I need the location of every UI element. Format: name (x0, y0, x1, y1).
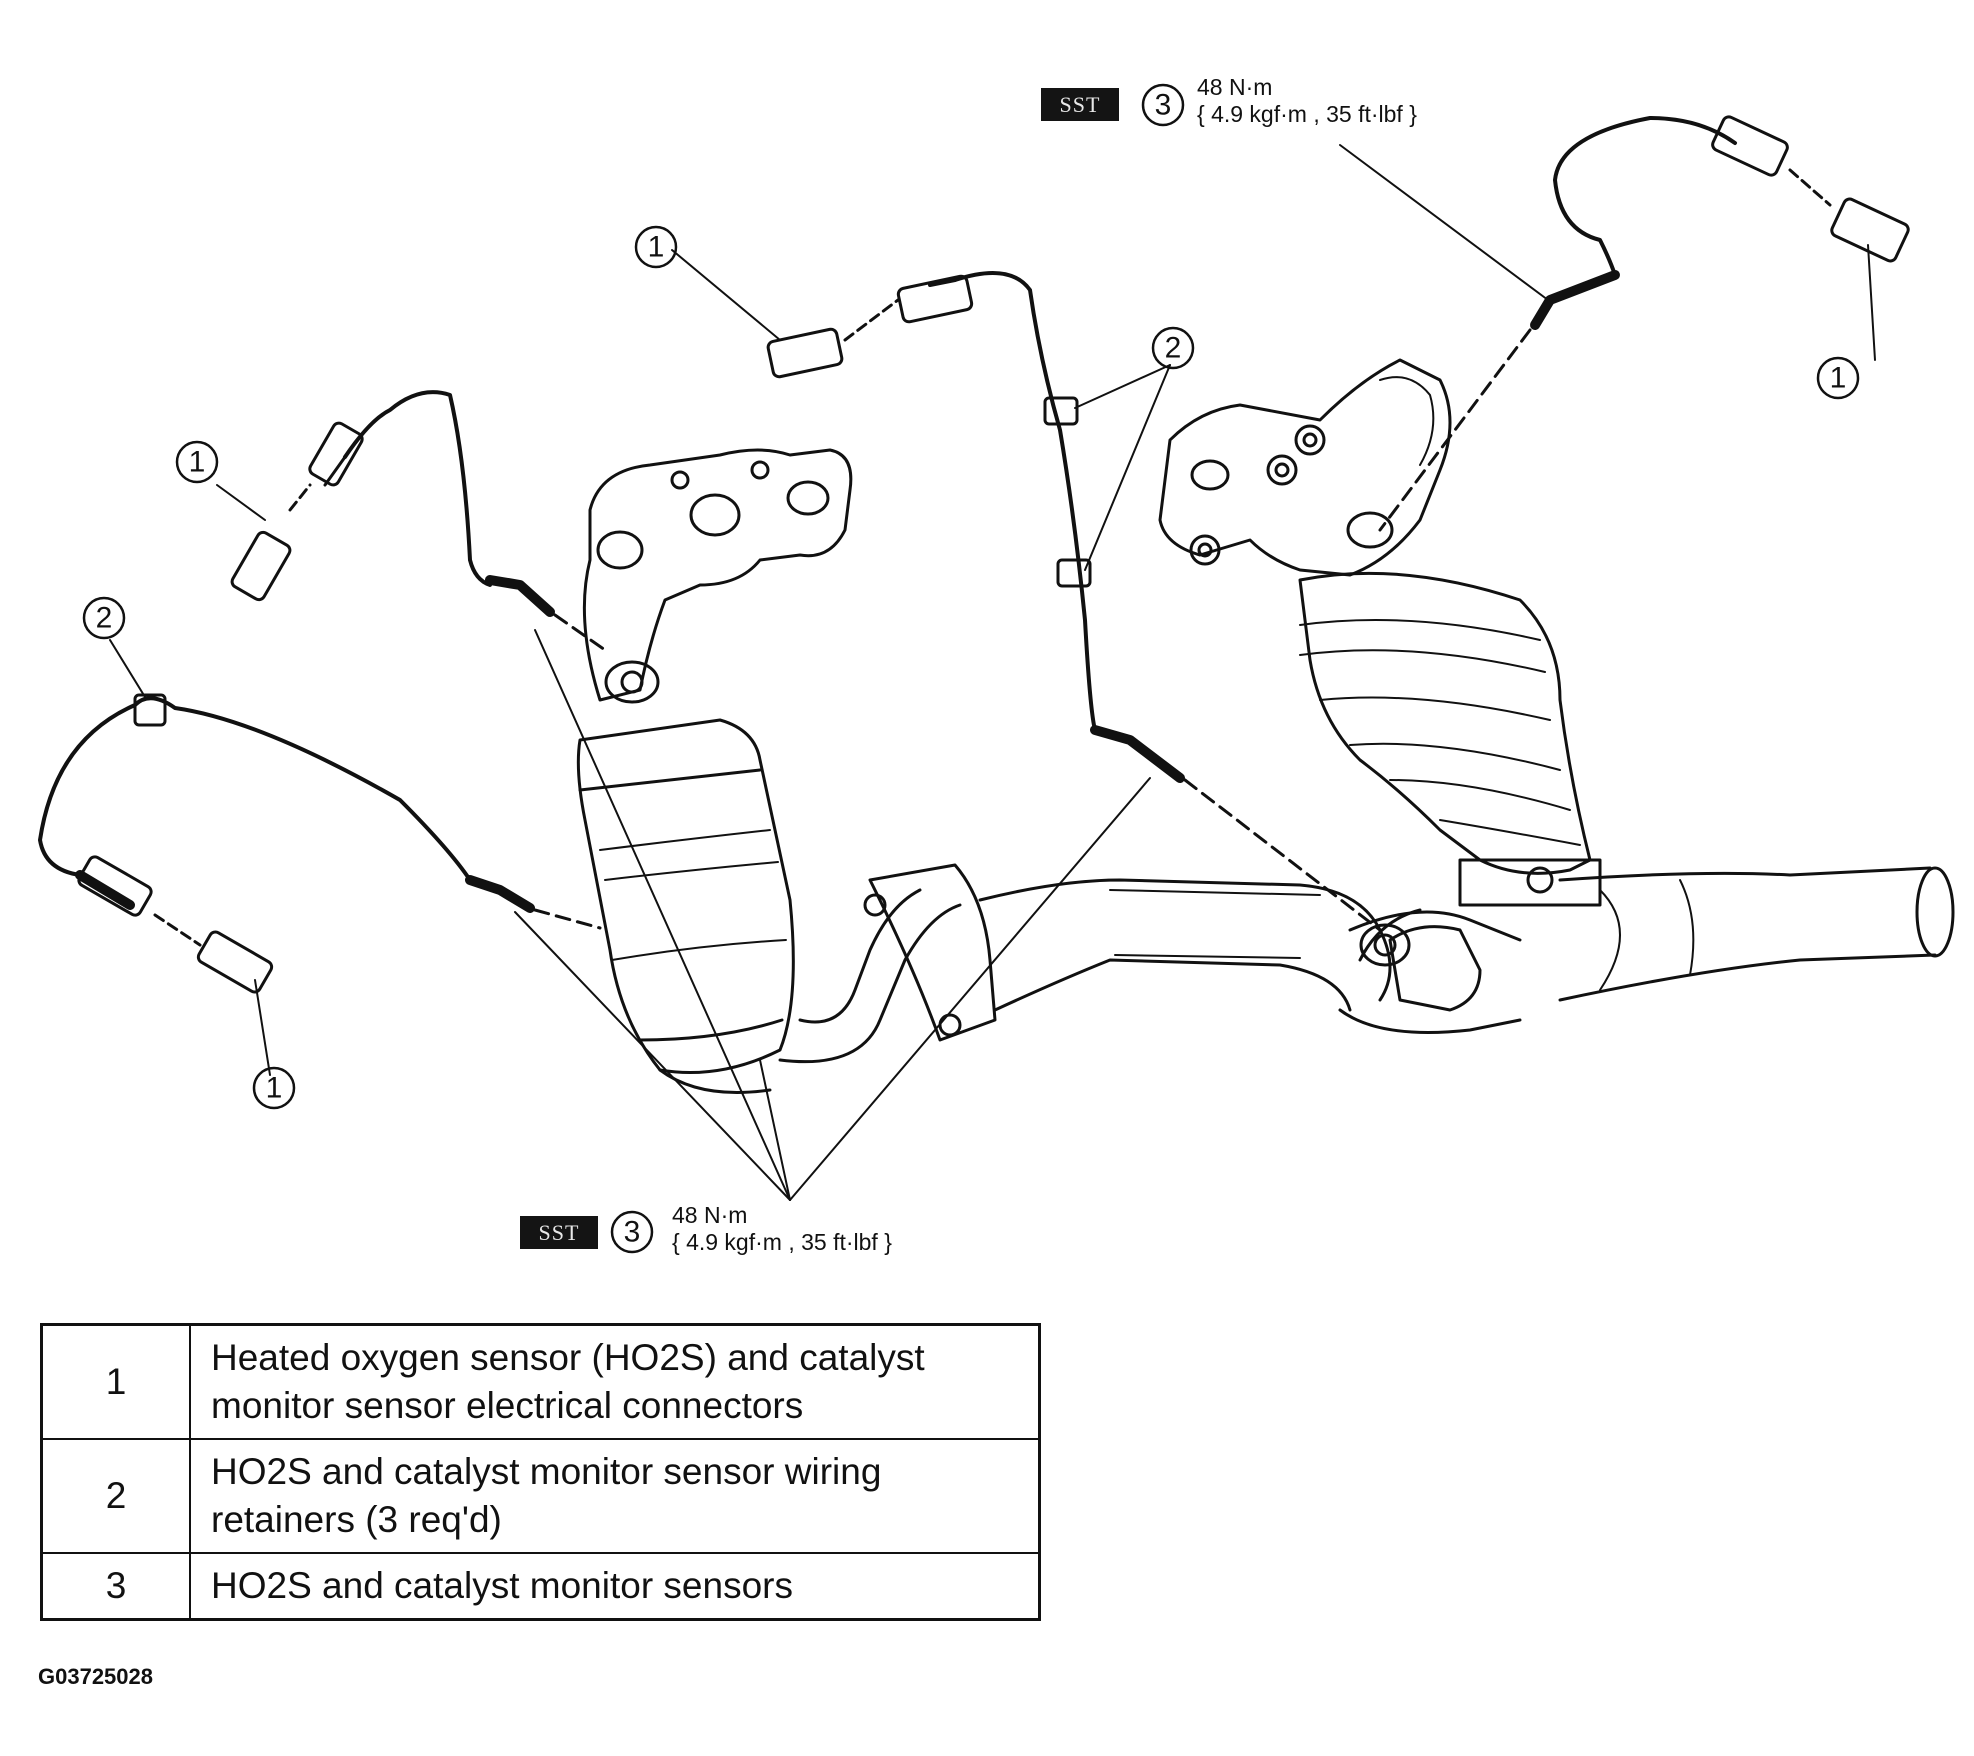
sst-badge-bottom: SST (520, 1216, 598, 1249)
y-pipe (978, 878, 1522, 1034)
right-exhaust-manifold (1158, 358, 1452, 577)
legend-number: 1 (40, 1323, 191, 1440)
torque-spec-top: 48 N·m { 4.9 kgf·m , 35 ft·lbf } (1197, 74, 1417, 128)
left-exhaust-manifold (582, 448, 853, 704)
legend-description-line: monitor sensor electrical connectors (211, 1385, 804, 1426)
connector-right (1711, 115, 1910, 263)
right-sensor-harness (1378, 116, 1737, 532)
legend-description-line: HO2S and catalyst monitor sensor wiring (211, 1451, 882, 1492)
torque-spec-bottom-alt: { 4.9 kgf·m , 35 ft·lbf } (672, 1229, 892, 1255)
legend-row: 2 HO2S and catalyst monitor sensor wirin… (40, 1438, 1041, 1554)
torque-spec-bottom: 48 N·m { 4.9 kgf·m , 35 ft·lbf } (672, 1202, 892, 1256)
left-lower-sensor-harness (38, 696, 602, 930)
connector-center (766, 274, 974, 379)
figure-id: G03725028 (38, 1664, 153, 1689)
callout-2-center: 2 (1165, 332, 1182, 365)
legend-description-line: Heated oxygen sensor (HO2S) and catalyst (211, 1337, 925, 1378)
legend-number: 3 (40, 1552, 191, 1621)
callout-2-left: 2 (96, 602, 113, 635)
torque-spec-bottom-nm: 48 N·m (672, 1202, 748, 1228)
left-front-pipe (778, 863, 997, 1064)
callout-3-bottom: 3 (624, 1216, 641, 1249)
legend-description-line: retainers (3 req'd) (211, 1499, 502, 1540)
tailpipe-outlet (1558, 866, 1955, 1002)
torque-spec-top-alt: { 4.9 kgf·m , 35 ft·lbf } (1197, 101, 1417, 127)
sst-badge-top: SST (1041, 88, 1119, 121)
callout-1-right: 1 (1830, 362, 1847, 395)
callout-1-center: 1 (648, 231, 665, 264)
connector-left-upper (230, 421, 364, 602)
legend-row: 3 HO2S and catalyst monitor sensors (40, 1552, 1041, 1621)
connector-left-lower (77, 855, 274, 994)
callout-3-top: 3 (1155, 89, 1172, 122)
legend-number: 2 (40, 1438, 191, 1554)
wiring-retainer-clips (133, 396, 1092, 727)
legend-description: HO2S and catalyst monitor sensors (189, 1552, 1041, 1621)
callout-1-left-upper: 1 (189, 446, 206, 479)
center-sensor-harness (928, 270, 1382, 932)
left-catalytic-converter (576, 718, 795, 1094)
legend-description: HO2S and catalyst monitor sensor wiring … (189, 1438, 1041, 1554)
right-catalytic-converter (1298, 571, 1602, 1012)
leader-lines (109, 144, 1876, 1201)
legend-description-line: HO2S and catalyst monitor sensors (211, 1565, 793, 1606)
callout-circles (82, 83, 1860, 1254)
callout-1-left-lower: 1 (266, 1072, 283, 1105)
torque-spec-top-nm: 48 N·m (1197, 74, 1273, 100)
legend-row: 1 Heated oxygen sensor (HO2S) and cataly… (40, 1323, 1041, 1440)
legend-description: Heated oxygen sensor (HO2S) and catalyst… (189, 1323, 1041, 1440)
legend-table: 1 Heated oxygen sensor (HO2S) and cataly… (40, 1323, 1041, 1621)
left-upper-sensor-harness (323, 390, 607, 652)
